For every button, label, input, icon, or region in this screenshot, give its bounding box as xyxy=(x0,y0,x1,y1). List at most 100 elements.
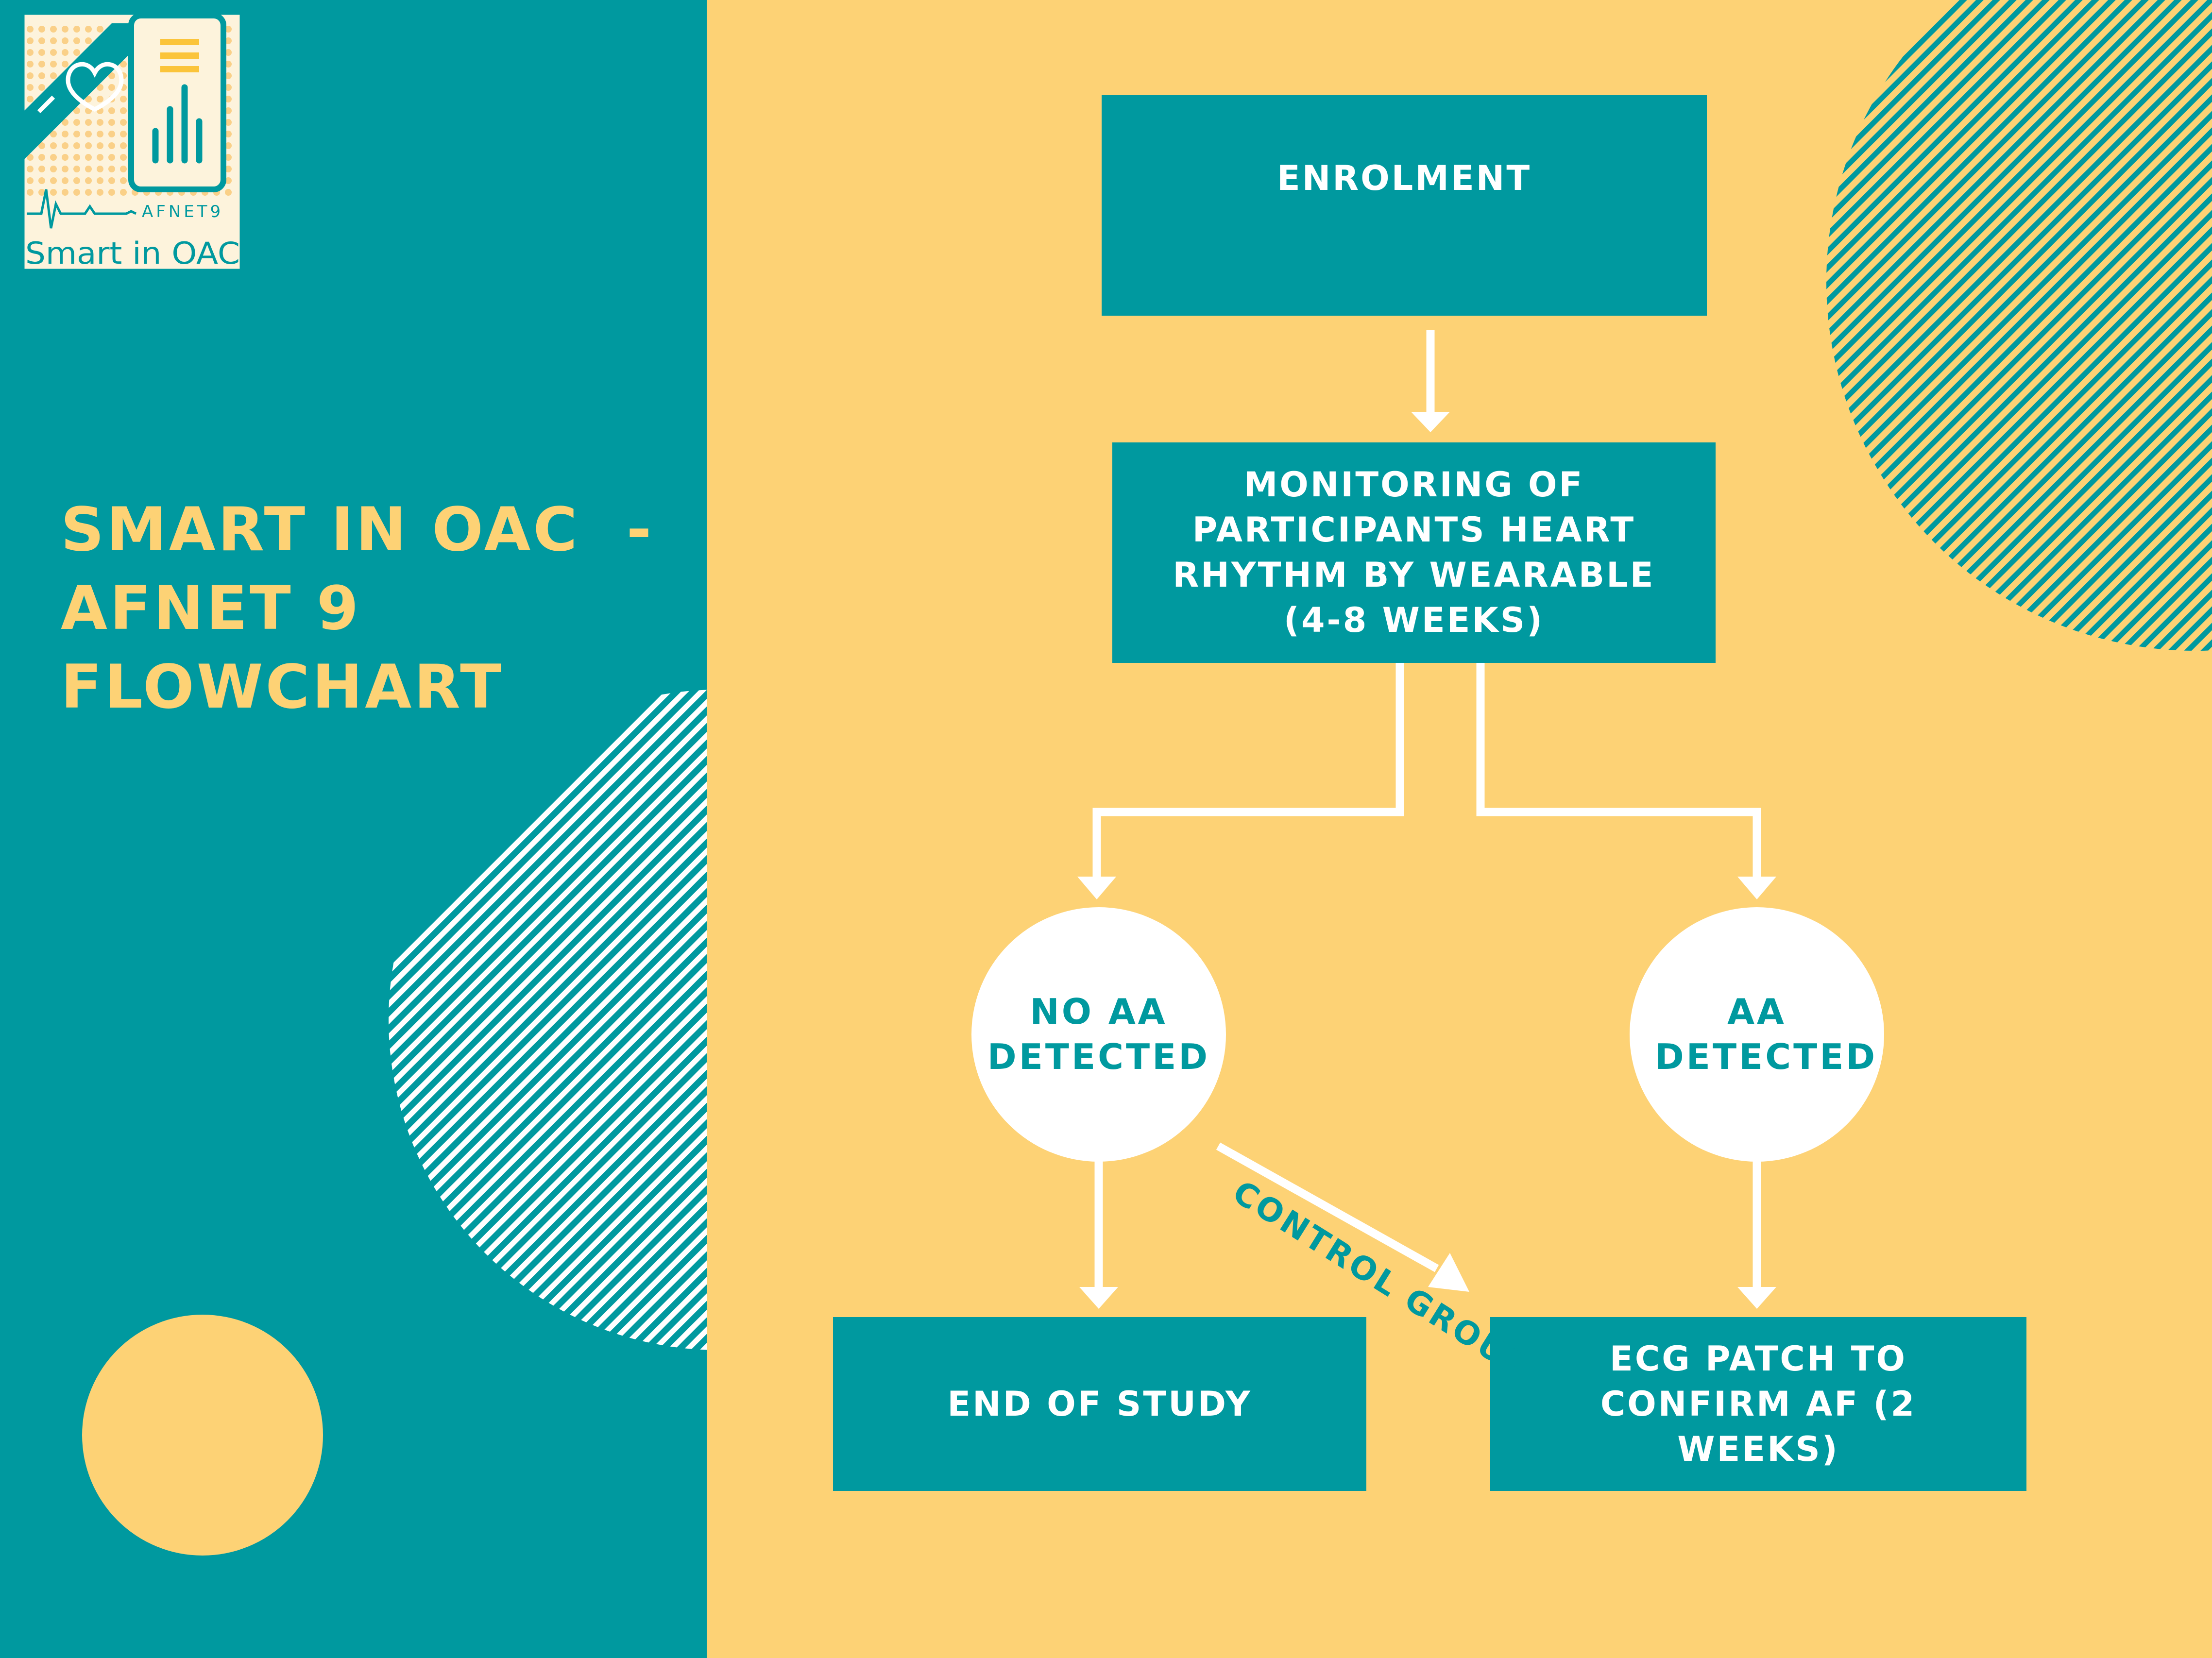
logo-dot xyxy=(225,37,232,44)
stripe xyxy=(1826,0,2212,651)
logo-dot xyxy=(62,26,68,33)
stripe xyxy=(1826,0,2212,651)
logo-dot xyxy=(85,154,92,161)
title-line-2: AFNET 9 xyxy=(61,574,361,643)
logo-dot xyxy=(225,119,232,126)
stripe xyxy=(394,690,707,1350)
stripe xyxy=(2074,0,2212,651)
stripe xyxy=(1826,0,2212,651)
stripe xyxy=(477,690,707,1350)
stripe xyxy=(1991,0,2212,651)
logo-dot xyxy=(120,61,127,68)
stripe xyxy=(1975,0,2212,651)
logo-dot xyxy=(62,189,68,196)
logo-dot xyxy=(50,26,57,33)
stripe xyxy=(1826,0,2212,651)
stripe xyxy=(527,690,707,1350)
logo-dot xyxy=(50,37,57,44)
logo-dot xyxy=(108,142,115,149)
stripe xyxy=(1909,0,2212,651)
logo-dot xyxy=(62,37,68,44)
stripe xyxy=(389,690,707,1350)
stripe xyxy=(2008,0,2212,651)
stripe xyxy=(389,690,698,1350)
stripe xyxy=(1826,0,2212,651)
logo-dot xyxy=(120,142,127,149)
logo-dot xyxy=(120,119,127,126)
logo-dot xyxy=(108,119,115,126)
logo-dot xyxy=(38,166,45,172)
stripe xyxy=(1826,0,2062,651)
logo-dot xyxy=(27,154,34,161)
stripe xyxy=(2041,0,2212,651)
stripe xyxy=(1826,0,2212,651)
logo-dot xyxy=(73,49,80,56)
logo-dot xyxy=(50,142,57,149)
stripe xyxy=(1826,0,2212,651)
logo-dot xyxy=(225,84,232,91)
logo-dot xyxy=(225,189,232,196)
stripe xyxy=(1826,0,2212,651)
stripe xyxy=(1826,0,2079,651)
stripe xyxy=(1892,0,2212,651)
logo-dot xyxy=(38,154,45,161)
stripe xyxy=(2058,0,2212,651)
logo-dot xyxy=(85,177,92,184)
logo-dot xyxy=(97,189,103,196)
logo-dot xyxy=(27,61,34,68)
stripe xyxy=(1843,0,2212,651)
logo-dot xyxy=(225,131,232,137)
end-of-study-label: END OF STUDY xyxy=(947,1384,1252,1424)
logo-dot xyxy=(97,154,103,161)
logo-dot xyxy=(97,142,103,149)
stripe xyxy=(1826,0,2212,651)
logo-dot xyxy=(85,96,92,102)
stripe xyxy=(389,690,707,1350)
logo-dot xyxy=(38,49,45,56)
stripe xyxy=(1942,0,2212,651)
logo-dot xyxy=(38,61,45,68)
logo-dot xyxy=(73,177,80,184)
logo-dot xyxy=(62,154,68,161)
logo-dot xyxy=(225,49,232,56)
logo-dot xyxy=(120,154,127,161)
enrolment-box: ENROLMENT xyxy=(1102,95,1707,316)
logo-dot xyxy=(27,84,34,91)
stripe xyxy=(1876,0,2212,651)
stripe xyxy=(389,690,707,1350)
enrolment-label: ENROLMENT xyxy=(1276,158,1532,198)
logo-dot xyxy=(108,189,115,196)
logo-dot xyxy=(27,96,34,102)
logo-dot xyxy=(73,131,80,137)
logo-brand-name: Smart in OAC xyxy=(25,236,240,271)
stripe xyxy=(1826,0,2212,651)
logo-dot xyxy=(73,107,80,114)
logo-dot xyxy=(62,177,68,184)
logo-dot xyxy=(27,37,34,44)
logo-dot xyxy=(38,26,45,33)
logo-dot xyxy=(50,166,57,172)
ecg-patch-box: ECG PATCH TO CONFIRM AF (2 WEEKS) xyxy=(1490,1317,2026,1491)
logo-dot xyxy=(85,26,92,33)
logo-dot xyxy=(108,84,115,91)
stripe xyxy=(1826,0,2195,651)
logo-dot xyxy=(38,177,45,184)
logo-dot xyxy=(85,37,92,44)
logo-dot xyxy=(85,142,92,149)
stripe xyxy=(460,690,707,1350)
no-aa-detected-node: NO AA DETECTED xyxy=(971,907,1226,1162)
stripe xyxy=(389,690,707,1350)
title-line-1: SMART IN OAC - xyxy=(61,495,654,565)
stripe xyxy=(389,690,707,1350)
striped-circle-left xyxy=(389,690,707,1350)
logo-dot xyxy=(73,166,80,172)
logo-dot xyxy=(62,49,68,56)
arrowheads xyxy=(1077,412,1776,1309)
logo-band-icon xyxy=(23,23,160,160)
logo-dot xyxy=(62,61,68,68)
logo-dot xyxy=(50,154,57,161)
logo-dot xyxy=(97,119,103,126)
stripe xyxy=(389,690,707,1350)
stripe xyxy=(389,690,707,1350)
